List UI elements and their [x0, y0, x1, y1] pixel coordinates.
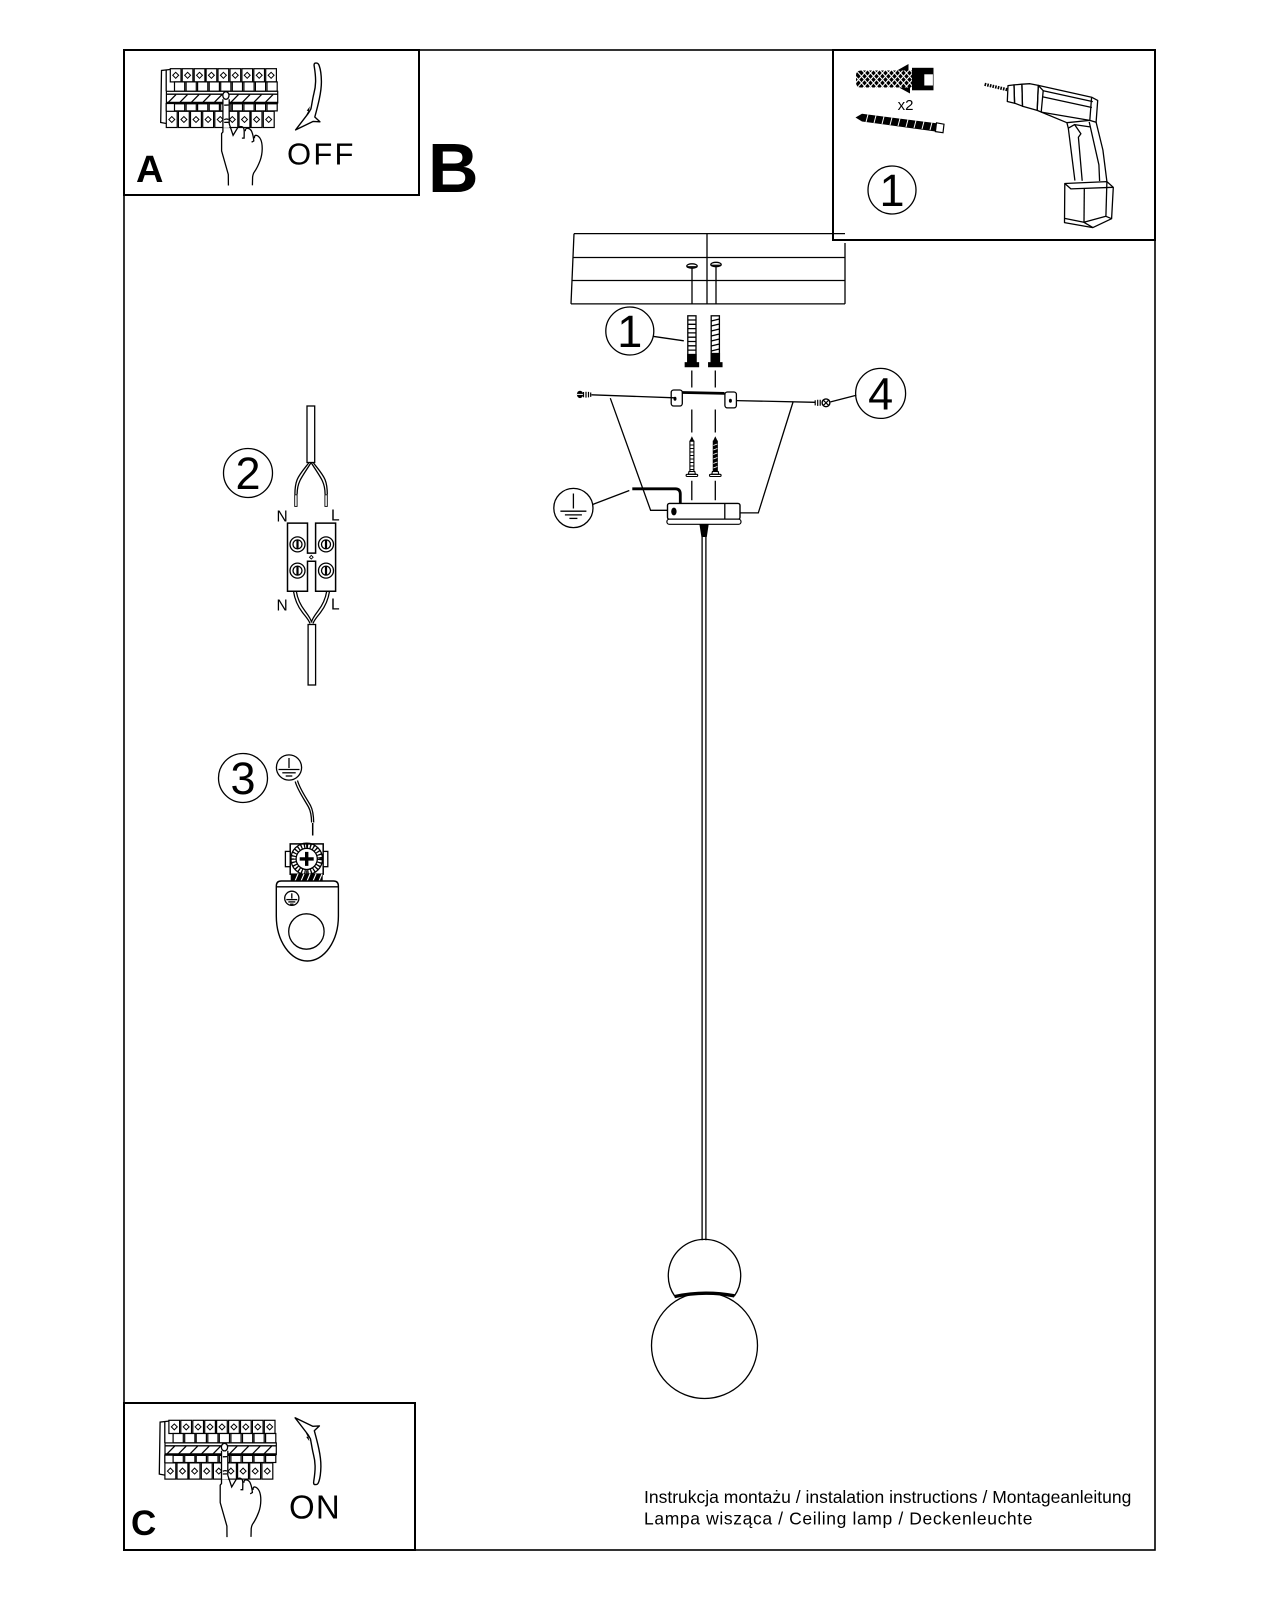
svg-text:N: N: [277, 509, 288, 526]
svg-text:Lampa wisząca / Ceiling lamp /: Lampa wisząca / Ceiling lamp / Deckenleu…: [644, 1509, 1033, 1529]
svg-text:1: 1: [617, 306, 642, 357]
svg-text:B: B: [428, 129, 479, 207]
svg-text:L: L: [331, 597, 340, 614]
svg-text:OFF: OFF: [287, 137, 356, 172]
svg-text:L: L: [331, 508, 340, 525]
svg-text:N: N: [277, 598, 288, 615]
svg-text:Instrukcja montażu / instalati: Instrukcja montażu / instalation instruc…: [644, 1487, 1131, 1507]
svg-text:3: 3: [230, 753, 255, 804]
svg-text:ON: ON: [289, 1489, 341, 1526]
svg-text:1: 1: [879, 165, 904, 216]
svg-text:x2: x2: [898, 97, 914, 114]
svg-text:2: 2: [235, 448, 260, 499]
svg-text:4: 4: [868, 369, 893, 420]
svg-text:C: C: [131, 1504, 156, 1543]
svg-text:A: A: [136, 149, 163, 191]
